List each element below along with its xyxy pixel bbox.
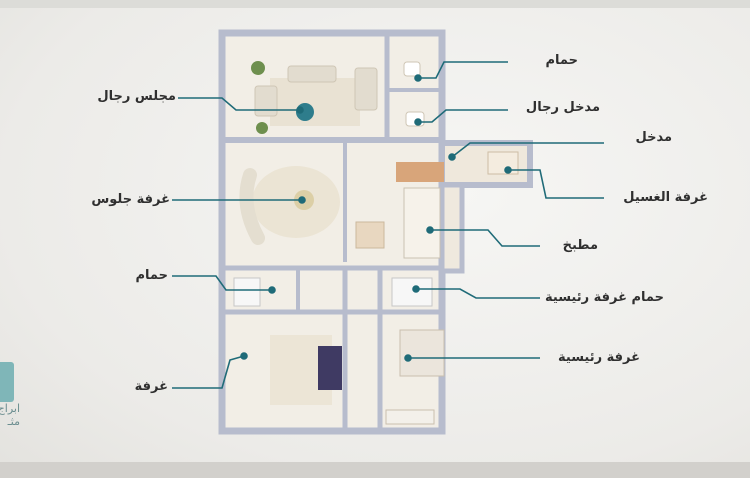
kitchen-cabinet (396, 162, 444, 182)
leader-kitchen (430, 229, 540, 247)
leader-dot-men-entrance (414, 118, 422, 126)
label-bathroom-left: حمام (135, 268, 169, 283)
majlis-sofa-left (254, 85, 278, 117)
leader-entrance (451, 142, 604, 158)
top-strip (0, 0, 750, 8)
leader-master-bath (416, 288, 540, 299)
leader-bathroom-left (172, 275, 272, 291)
leader-dot-living (298, 196, 306, 204)
label-men-entrance: مدخل رجال (525, 100, 600, 115)
logo-line-1: ابراج (0, 402, 20, 415)
leader-dot-master-bedroom (404, 354, 412, 362)
logo-tab (0, 362, 14, 402)
label-bathroom-top: حمام (545, 53, 579, 68)
label-kitchen: مطبخ (562, 238, 598, 253)
majlis-sofa-right (354, 67, 378, 111)
leader-laundry (508, 169, 604, 199)
label-master-bedroom: غرفة رئيسية (558, 350, 640, 365)
kitchen-wing (439, 182, 465, 274)
label-entrance: مدخل (635, 130, 672, 145)
label-men-majlis: مجلس رجال (97, 89, 176, 104)
logo-text: ابراج مثـ (0, 402, 20, 428)
leader-majlis (178, 97, 300, 111)
leader-bathroom-top (418, 61, 508, 79)
bottom-strip (0, 462, 750, 478)
master-closet (385, 409, 435, 425)
living-sofa (239, 168, 265, 245)
toilet-top (403, 61, 421, 77)
leader-dot-entrance (448, 153, 456, 161)
master-bed (399, 329, 445, 377)
label-laundry: غرفة الغسيل (623, 190, 708, 205)
shower-left (233, 277, 261, 307)
kitchen-counter (403, 187, 441, 259)
label-master-bath: حمام غرفة رئيسية (545, 290, 664, 305)
majlis-rug (270, 78, 360, 126)
plant-2 (256, 122, 268, 134)
leader-dot-bathroom-left (268, 286, 276, 294)
leader-lines (172, 61, 604, 389)
label-bedroom: غرفة (134, 379, 168, 394)
leader-bedroom (172, 355, 245, 389)
leader-men-entrance (418, 109, 508, 123)
leader-dot-master-bath (412, 285, 420, 293)
leader-dot-bedroom (240, 352, 248, 360)
logo-line-2: مثـ (7, 415, 20, 428)
label-living-room: غرفة جلوس (91, 192, 170, 207)
bedroom-bed (318, 346, 342, 390)
leader-dot-majlis (296, 106, 304, 114)
leader-dot-kitchen (426, 226, 434, 234)
furniture (233, 61, 519, 425)
shower-master (391, 277, 433, 307)
dining-table (355, 221, 385, 249)
plant-1 (251, 61, 265, 75)
leader-dot-bathroom-top (414, 74, 422, 82)
majlis-sofa-top (287, 65, 337, 83)
leader-dot-laundry (504, 166, 512, 174)
